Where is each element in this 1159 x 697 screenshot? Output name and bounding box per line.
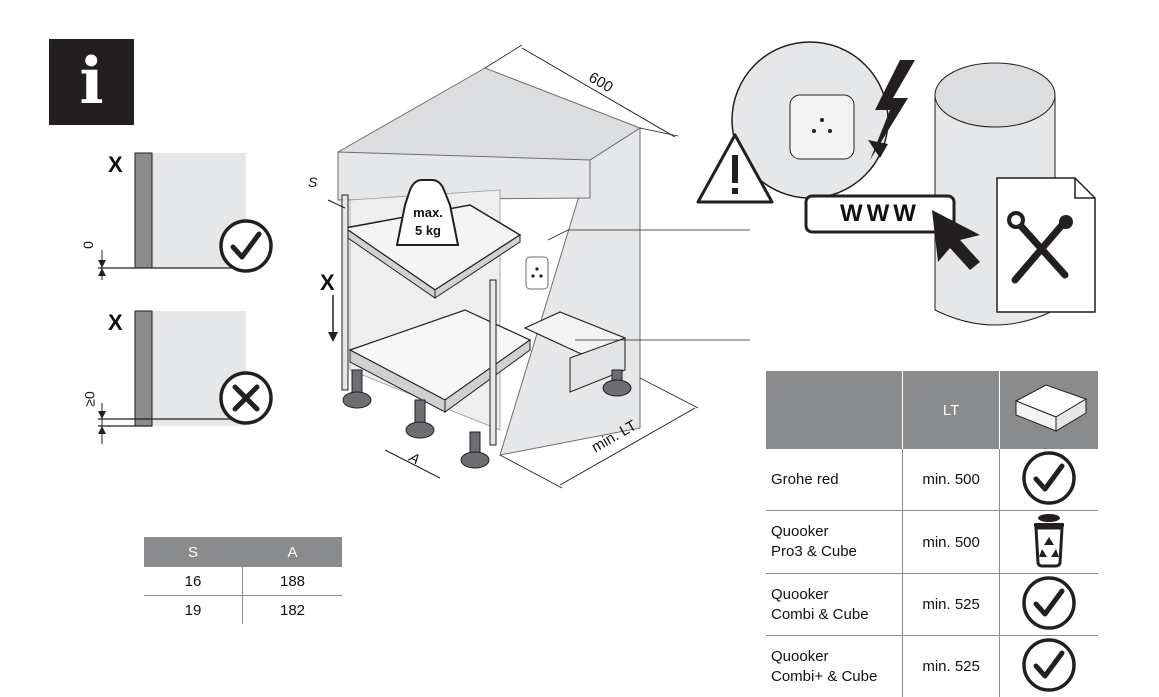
sa-header-s: S: [144, 537, 243, 567]
cabinet-drawing: [327, 44, 831, 489]
warning-drawing: [696, 41, 1096, 326]
lt-value: min. 500: [902, 449, 1001, 511]
sa-header-a: A: [242, 537, 342, 567]
sa-cell: 182: [279, 601, 306, 619]
sa-cell: 19: [144, 595, 243, 624]
lt-value: min. 525: [902, 635, 1001, 697]
check-icon: [1022, 575, 1076, 630]
lt-header-lt: LT: [902, 371, 1001, 449]
lt-name-line1: Grohe red: [771, 470, 839, 488]
panel-ok: X 0: [79, 150, 273, 286]
weight-label-2: 5 kg: [414, 223, 441, 238]
lt-name-line1: Quooker: [771, 585, 829, 603]
check-icon: [1022, 637, 1076, 692]
lt-header-blank: [766, 371, 904, 449]
panel-ok-dim-label: 0: [79, 241, 96, 249]
cabinet-x-label: X: [320, 270, 335, 295]
sa-cell: 16: [144, 567, 243, 596]
sa-table: S A 16 188 19 182: [144, 537, 342, 624]
warning-panel: WWW: [690, 40, 1100, 340]
panel-bad: X ≥0: [80, 308, 273, 448]
recycle-bin-icon: [1034, 514, 1065, 568]
table-row: Grohe red min. 500: [766, 449, 1098, 511]
sa-cell: 188: [242, 567, 342, 596]
lt-name-line2: Pro3 & Cube: [771, 543, 857, 560]
cross-icon: [219, 371, 273, 425]
www-label: WWW: [840, 200, 920, 227]
lt-name-line1: Quooker: [771, 523, 829, 540]
panel-ok-drawing: [98, 152, 246, 286]
table-row: 19 182: [144, 595, 342, 624]
weight-label-1: max.: [413, 205, 443, 220]
lt-name-line2: Combi & Cube: [771, 605, 869, 623]
s-dim-label: S: [308, 174, 318, 190]
check-icon: [1022, 450, 1076, 505]
pipe-box-icon: [1014, 384, 1088, 432]
panel-bad-dim-label: ≥0: [81, 391, 98, 407]
panel-bad-x-label: X: [108, 310, 123, 335]
panel-ok-x-label: X: [108, 152, 123, 177]
lt-name-line2: Combi+ & Cube: [771, 667, 878, 685]
cabinet-illustration: 600 S max. 5 kg X A min. LT: [290, 40, 831, 500]
lt-value: min. 525: [902, 573, 1001, 636]
info-badge: i: [49, 39, 134, 125]
info-icon: i: [79, 44, 104, 119]
table-row: 16 188: [144, 567, 342, 596]
check-icon: [219, 219, 273, 273]
lt-name-line1: Quooker: [771, 647, 829, 665]
lt-value: min. 500: [902, 510, 1001, 574]
lt-header-box: [999, 371, 1098, 449]
